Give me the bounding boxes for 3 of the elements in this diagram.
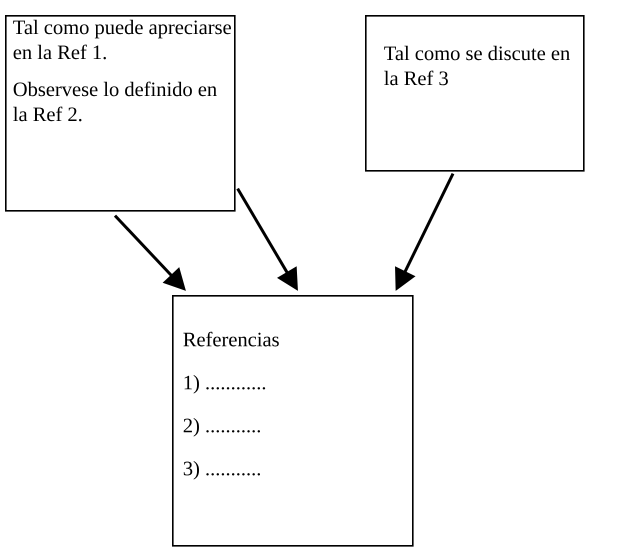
text-box: Tal como se discute en la Ref 3 xyxy=(365,15,585,172)
text-box: Referencias 1) ............ 2) ........... 3) ........... xyxy=(172,295,414,547)
text-box: Tal como puede apreciarse en la Ref 1. Observese lo definido en la Ref 2. xyxy=(5,15,236,212)
